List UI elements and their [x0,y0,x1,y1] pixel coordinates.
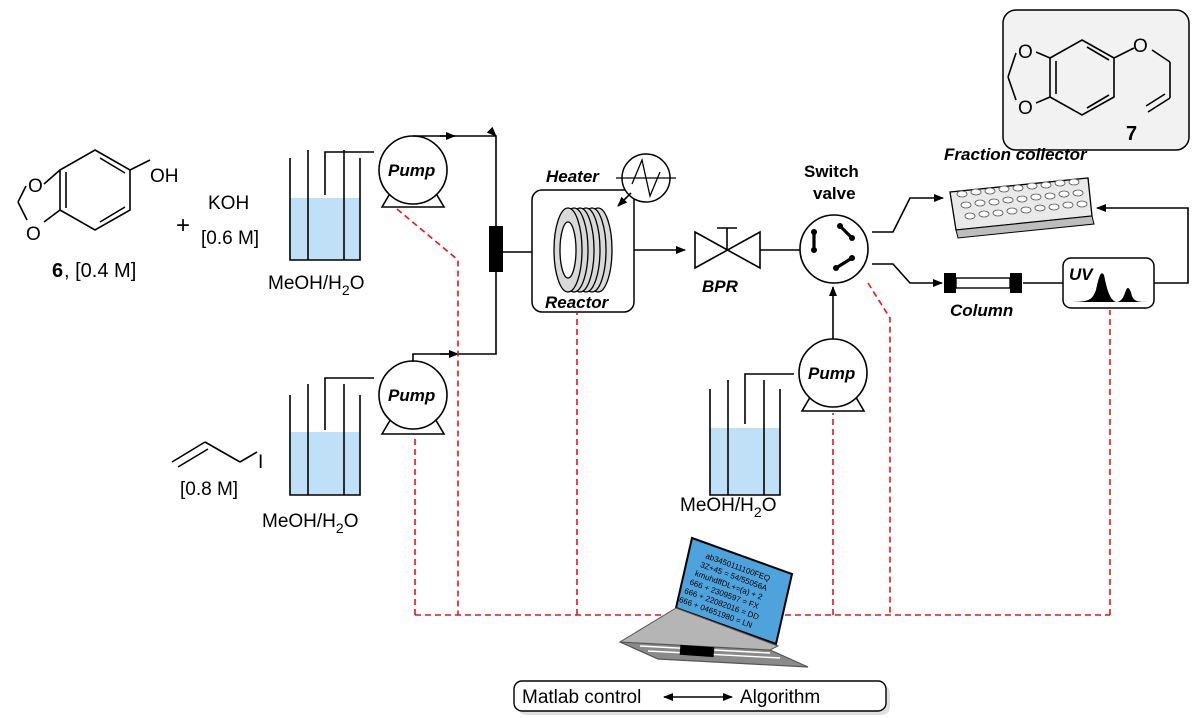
reservoir-bottom [289,377,374,496]
solvent-label-bottom: MeOH/H2O [262,511,358,536]
substrate-number: 6 [52,260,63,282]
product-box [1002,9,1190,151]
heater[interactable]: Heater [546,153,676,207]
column-label: Column [950,301,1013,320]
base-name: KOH [208,193,249,214]
reactor-label: Reactor [545,293,610,312]
reservoir-top [289,150,374,261]
allyl-iodide-structure: I [171,441,263,473]
pump-bottom[interactable]: Pump [378,360,448,435]
fraction-collector-label: Fraction collector [944,145,1088,164]
substrate-oh: OH [150,166,179,187]
matlab-control-label: Matlab control [522,687,641,708]
pump-right-label: Pump [808,364,855,383]
svg-text:MeOH/H2O: MeOH/H2O [262,511,358,536]
laptop[interactable]: ab3450111100FEQ 3Z+45 = 54/55056A kmuhdf… [618,536,809,668]
product-o1: O [1018,42,1033,63]
pump-top-label: Pump [388,161,435,180]
product-7-structure: O O O [1007,36,1171,119]
column[interactable]: Column [944,273,1022,320]
substrate-o2: O [26,224,41,245]
t-mixer [489,226,503,272]
pump-right[interactable]: Pump [798,338,868,412]
plus-sign: + [176,212,190,239]
bpr-valve[interactable]: BPR [694,227,761,296]
control-box: Matlab control Algorithm [513,680,890,715]
iodine-atom: I [258,452,263,473]
fraction-collector[interactable]: Fraction collector [944,145,1095,239]
pump-bottom-label: Pump [388,386,435,405]
reactor[interactable]: Reactor [531,189,635,313]
heater-label: Heater [546,167,600,186]
product-o3: O [1133,36,1148,57]
product-o2: O [1018,98,1033,119]
reagent-conc: [0.8 M] [180,479,238,500]
base-conc: [0.6 M] [201,228,259,249]
uv-detector[interactable]: UV [1062,257,1155,309]
svg-text:MeOH/H2O: MeOH/H2O [268,273,364,298]
product-number: 7 [1126,123,1137,145]
reservoir-right [709,373,794,496]
solvent-label-right: MeOH/H2O [680,495,776,520]
control-lines [396,208,1111,616]
switch-valve-line2: valve [813,184,856,203]
switch-valve-line1: Switch [804,162,859,181]
solvent-label-top: MeOH/H2O [268,273,364,298]
uv-label: UV [1069,265,1094,284]
pump-top[interactable]: Pump [378,135,448,208]
svg-text:MeOH/H2O: MeOH/H2O [680,495,776,520]
switch-valve[interactable]: Switch valve [799,162,869,284]
bpr-label: BPR [702,277,739,296]
algorithm-label: Algorithm [740,687,820,708]
substrate-conc: , [0.4 M] [64,260,136,282]
substrate-6-structure: O O OH [17,149,179,245]
substrate-o1: O [28,176,43,197]
